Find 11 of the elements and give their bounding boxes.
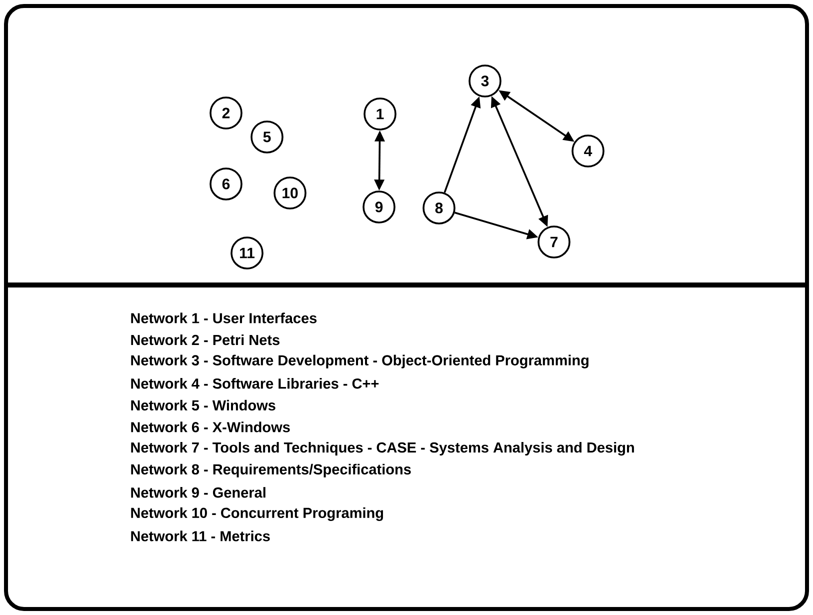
legend-line: Network 4 - Software Libraries - C++	[131, 378, 379, 389]
legend-line: Network 1 - User Interfaces	[131, 312, 317, 324]
legend-line: Network 11 - Metrics	[131, 530, 270, 542]
legend-line: Network 9 - General	[131, 487, 266, 498]
legend-line: Network 8 - Requirements/Specifications	[131, 464, 411, 478]
legend-line: Network 10 - Concurrent Programing	[131, 507, 383, 521]
legend-line: Network 7 - Tools and Techniques - CASE - Systems Analysis and Design	[131, 442, 634, 456]
legend-line: Network 2 - Petri Nets	[131, 334, 280, 346]
legend-line: Network 5 - Windows	[131, 400, 276, 410]
legend-line: Network 3 - Software Development - Object-Oriented Programming	[131, 354, 588, 368]
legend-line: Network 6 - X-Windows	[131, 422, 290, 432]
